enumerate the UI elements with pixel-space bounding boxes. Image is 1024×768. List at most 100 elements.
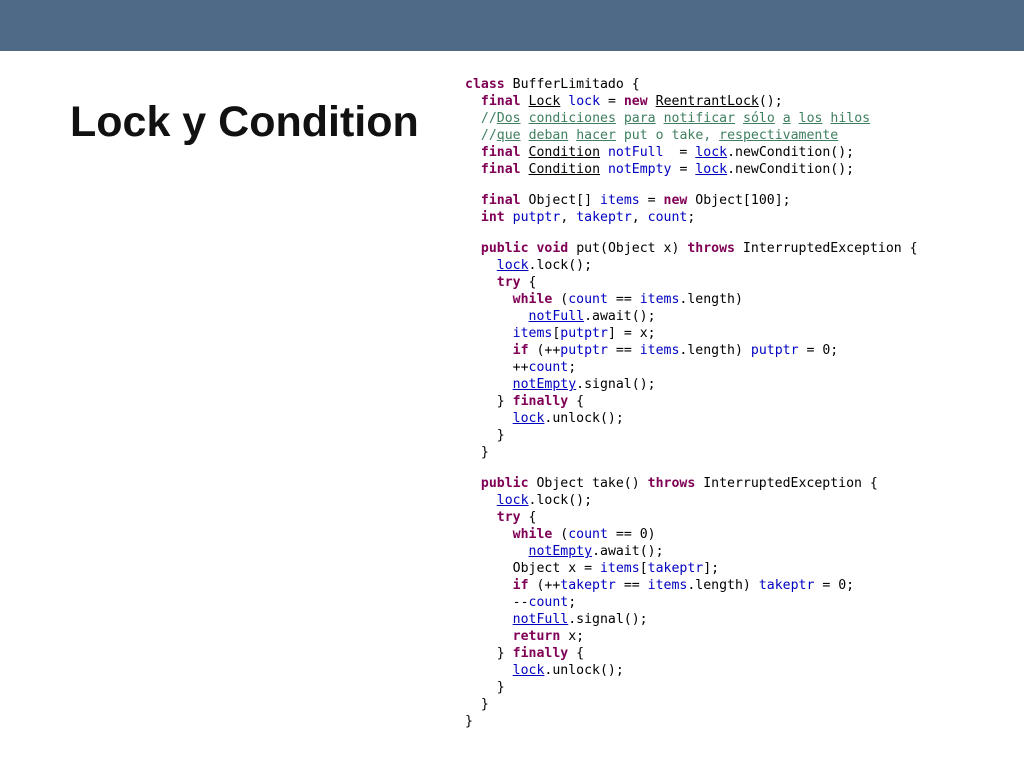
code-token: try <box>496 510 521 525</box>
code-token: lock <box>496 258 529 273</box>
code-line: int putptr, takeptr, count; <box>465 209 1017 226</box>
code-line: } finally { <box>465 393 1017 410</box>
code-token: count <box>568 292 608 307</box>
code-token: Object x = <box>465 561 600 576</box>
code-token <box>521 94 529 109</box>
code-token: a <box>782 111 791 126</box>
code-token <box>465 275 497 290</box>
code-token: = <box>671 162 696 177</box>
code-token <box>465 612 513 627</box>
code-token: count <box>528 595 569 610</box>
code-token <box>465 377 513 392</box>
code-token: .lock(); <box>528 493 593 508</box>
code-token <box>465 629 513 644</box>
code-line: items[putptr] = x; <box>465 325 1017 342</box>
code-token: notEmpty <box>512 377 577 392</box>
code-token <box>465 476 481 491</box>
code-token: putptr <box>560 343 608 358</box>
code-token: // <box>480 111 497 126</box>
code-token: finally <box>512 394 569 409</box>
code-token: los <box>798 111 823 126</box>
code-token <box>465 193 481 208</box>
code-line: //Dos condiciones para notificar sólo a … <box>465 110 1017 127</box>
code-token <box>465 343 513 358</box>
code-token <box>465 510 497 525</box>
code-token: takeptr <box>647 561 704 576</box>
code-token: ( <box>552 527 569 542</box>
code-token: = <box>600 94 624 109</box>
code-token: count <box>528 360 569 375</box>
code-line: try { <box>465 274 1017 291</box>
code-token: hilos <box>830 111 871 126</box>
code-token: lock <box>496 493 529 508</box>
code-token: .signal(); <box>568 612 648 627</box>
code-token: .unlock(); <box>544 411 624 426</box>
code-token: takeptr <box>560 578 616 593</box>
code-token: condiciones <box>528 111 616 126</box>
code-line: final Object[] items = new Object[100]; <box>465 192 1017 209</box>
code-line: } <box>465 696 1017 713</box>
code-token: putptr <box>750 343 799 358</box>
code-token: finally <box>512 646 569 661</box>
code-token <box>465 258 497 273</box>
code-token: } <box>465 445 489 460</box>
code-token: // <box>480 128 497 143</box>
code-line: } <box>465 427 1017 444</box>
code-line: lock.unlock(); <box>465 662 1017 679</box>
code-token: } <box>465 697 489 712</box>
code-token <box>616 111 624 126</box>
code-line: notFull.await(); <box>465 308 1017 325</box>
code-line: lock.lock(); <box>465 257 1017 274</box>
code-line <box>465 226 1017 240</box>
code-token: ReentrantLock <box>655 94 759 109</box>
code-token: count <box>647 210 688 225</box>
code-token: ; <box>687 210 696 225</box>
code-token <box>521 162 529 177</box>
code-token: notEmpty <box>607 162 672 177</box>
code-token: ( <box>552 292 569 307</box>
code-token: (++ <box>528 343 561 358</box>
code-token: int <box>480 210 505 225</box>
code-token: lock <box>695 162 728 177</box>
code-token: .length) <box>679 343 751 358</box>
code-token: put(Object x) <box>568 241 688 256</box>
code-token: ++ <box>465 360 529 375</box>
code-token <box>600 145 608 160</box>
code-line: lock.unlock(); <box>465 410 1017 427</box>
slide-title: Lock y Condition <box>70 98 419 146</box>
code-line: Object x = items[takeptr]; <box>465 560 1017 577</box>
code-token: notFull <box>607 145 664 160</box>
code-token: respectivamente <box>719 128 839 143</box>
code-line <box>465 461 1017 475</box>
code-token <box>465 145 481 160</box>
code-token: public <box>480 241 529 256</box>
code-token: deban <box>528 128 569 143</box>
code-token: putptr <box>512 210 561 225</box>
code-token: put o take, <box>615 128 720 143</box>
code-line: notFull.signal(); <box>465 611 1017 628</box>
code-line <box>465 178 1017 192</box>
code-token: == <box>615 578 648 593</box>
code-token <box>465 663 513 678</box>
code-token: notificar <box>663 111 736 126</box>
code-token: [ <box>552 326 561 341</box>
code-token: Dos <box>496 111 521 126</box>
code-token: para <box>623 111 656 126</box>
code-token: == <box>607 292 640 307</box>
code-token: .signal(); <box>576 377 656 392</box>
code-token: lock <box>512 411 545 426</box>
code-token: Condition <box>528 145 601 160</box>
code-line: ++count; <box>465 359 1017 376</box>
code-token: takeptr <box>576 210 632 225</box>
code-token: sólo <box>743 111 775 126</box>
code-token <box>465 326 513 341</box>
code-token <box>521 128 529 143</box>
code-token: Object[] <box>520 193 600 208</box>
code-token: { <box>568 646 585 661</box>
code-token: class <box>465 77 505 92</box>
code-token: .await(); <box>584 309 656 324</box>
code-token: ; <box>568 360 577 375</box>
code-token: if <box>512 578 529 593</box>
code-line: while (count == 0) <box>465 526 1017 543</box>
code-token: notEmpty <box>528 544 593 559</box>
